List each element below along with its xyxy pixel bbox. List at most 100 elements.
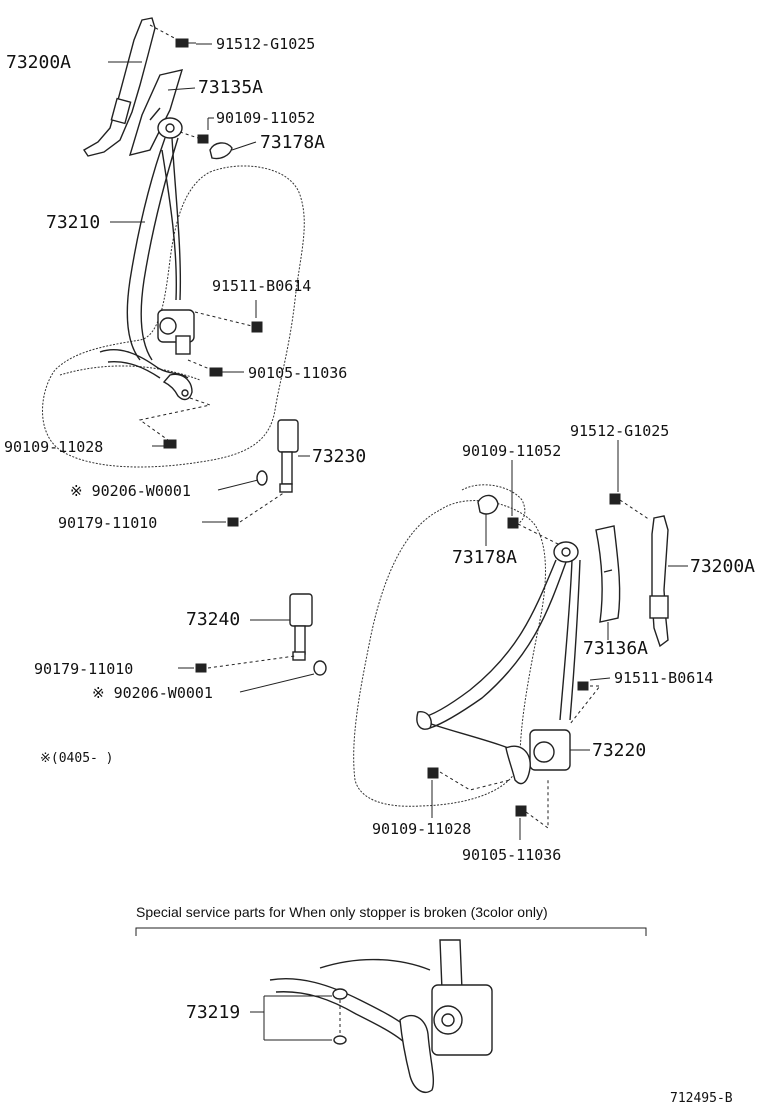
dash-9 <box>517 523 561 546</box>
buckle-73230 <box>277 419 299 493</box>
label-73178A-right: 73178A <box>452 547 517 568</box>
bolt-91511-top <box>251 321 263 333</box>
note-date-range: ※(0405- ) <box>40 751 114 766</box>
retractor-bracket <box>175 335 191 355</box>
label-91512-top: 91512-G1025 <box>216 35 315 53</box>
special-retractor-hub <box>441 1013 455 1027</box>
cover-73136A <box>595 525 621 623</box>
label-90105-top: 90105-11036 <box>248 364 347 382</box>
special-lower-anchor <box>399 1015 435 1094</box>
bolt-90109-11052-right <box>507 517 519 529</box>
retractor-73220 <box>529 729 571 771</box>
label-90179-mid: 90179-11010 <box>34 660 133 678</box>
cap-73178A-right <box>477 494 499 515</box>
seat-outline-left <box>42 165 305 468</box>
label-73200A-right: 73200A <box>690 556 755 577</box>
anchor-plate-73200A-top <box>83 17 156 157</box>
dash-4 <box>187 359 213 371</box>
bolt-91512-right <box>609 493 621 505</box>
dash-5 <box>138 397 212 441</box>
buckle-73240 <box>289 593 313 627</box>
belt-right-vert2 <box>569 559 581 721</box>
label-90109-11028-top: 90109-11028 <box>4 438 103 456</box>
belt-73210 <box>126 137 166 361</box>
anchor-slider-right <box>649 595 669 619</box>
cover-slot <box>149 107 161 121</box>
belt-right-diag <box>419 559 557 719</box>
dash-8 <box>619 499 651 521</box>
label-73230: 73230 <box>312 446 366 467</box>
label-73240: 73240 <box>186 609 240 630</box>
lap-anchor-right <box>416 711 432 730</box>
belt-73210-edge <box>140 137 179 361</box>
special-belt-2 <box>275 991 407 1045</box>
label-73210: 73210 <box>46 212 100 233</box>
shoulder-anchor-top <box>157 117 183 139</box>
retractor-spool <box>159 317 177 335</box>
label-73220: 73220 <box>592 740 646 761</box>
label-90109-11028-right: 90109-11028 <box>372 820 471 838</box>
top-left-assembly: 73200A 91512-G1025 73135A 90109-11052 73… <box>4 17 366 532</box>
shoulder-anchor-hole <box>165 123 175 133</box>
shoulder-anchor-right-hole <box>561 547 571 557</box>
leader-91511-right <box>589 677 611 681</box>
stopper-top <box>332 988 348 1000</box>
lower-anchor-right <box>505 745 531 785</box>
belt-right-vert <box>559 559 573 721</box>
label-90109-11052-top: 90109-11052 <box>216 109 315 127</box>
leader-73219 <box>250 995 332 1041</box>
right-assembly: 91512-G1025 90109-11052 73200A 73178A 73… <box>353 422 755 864</box>
label-91511-top: 91511-B0614 <box>212 277 311 295</box>
lower-anchor-hole <box>181 389 189 397</box>
retractor-73220-spool <box>533 741 555 763</box>
dash-12 <box>525 780 549 829</box>
special-belt-1 <box>269 978 411 1031</box>
leader-90206-mid <box>239 673 315 693</box>
leader-90206 <box>217 479 259 491</box>
label-73178A-top: 73178A <box>260 132 325 153</box>
dash-3 <box>194 311 253 327</box>
bolt-90105-right <box>515 805 527 817</box>
label-73200A-top: 73200A <box>6 52 71 73</box>
shoulder-anchor-right <box>553 541 579 563</box>
bolt-90109-11052-top <box>197 134 209 144</box>
label-73219: 73219 <box>186 1002 240 1023</box>
cap-73178A-top <box>209 142 233 160</box>
label-90206-mid: ※ 90206-W0001 <box>92 684 213 702</box>
special-belt-upper <box>439 939 463 991</box>
leader-73178A <box>231 141 257 151</box>
figure-id: 712495-B <box>670 1091 733 1106</box>
special-retractor-spool <box>433 1005 463 1035</box>
dash-10 <box>569 685 602 725</box>
special-belt-3 <box>319 958 431 971</box>
special-bracket <box>135 927 647 936</box>
belt-right-diag2 <box>429 561 567 729</box>
label-91511-right: 91511-B0614 <box>614 669 713 687</box>
buckle-73240-stem <box>294 625 306 655</box>
bolt-90179-top <box>227 517 239 527</box>
label-91512-right: 91512-G1025 <box>570 422 669 440</box>
bolt-90179-mid <box>195 663 207 673</box>
seat-headrest-right <box>461 484 526 526</box>
bolt-90105-top <box>209 367 223 377</box>
lap-belt-left-edge <box>107 361 161 379</box>
belt-73210-inner2 <box>161 149 177 301</box>
buckle-73240-plate <box>292 651 306 661</box>
washer-90206-top <box>256 470 268 486</box>
bolt-90109-11028-top <box>163 439 177 449</box>
bolt-91511-right <box>577 681 589 691</box>
leader-73135A <box>167 87 196 91</box>
label-73135A: 73135A <box>198 77 263 98</box>
special-title: Special service parts for When only stop… <box>136 904 548 920</box>
label-90206-top: ※ 90206-W0001 <box>70 482 191 500</box>
lower-anchor-top <box>162 373 193 401</box>
dash-7 <box>207 655 296 669</box>
label-73136A: 73136A <box>583 638 648 659</box>
dash-1 <box>149 24 179 41</box>
bolt-90109-11028-right <box>427 767 439 779</box>
dash-11 <box>439 771 511 791</box>
buckle-73240-group: 73240 90179-11010 ※ 90206-W0001 ※(0405- … <box>34 593 327 766</box>
dash-6 <box>239 491 286 523</box>
label-90105-right: 90105-11036 <box>462 846 561 864</box>
